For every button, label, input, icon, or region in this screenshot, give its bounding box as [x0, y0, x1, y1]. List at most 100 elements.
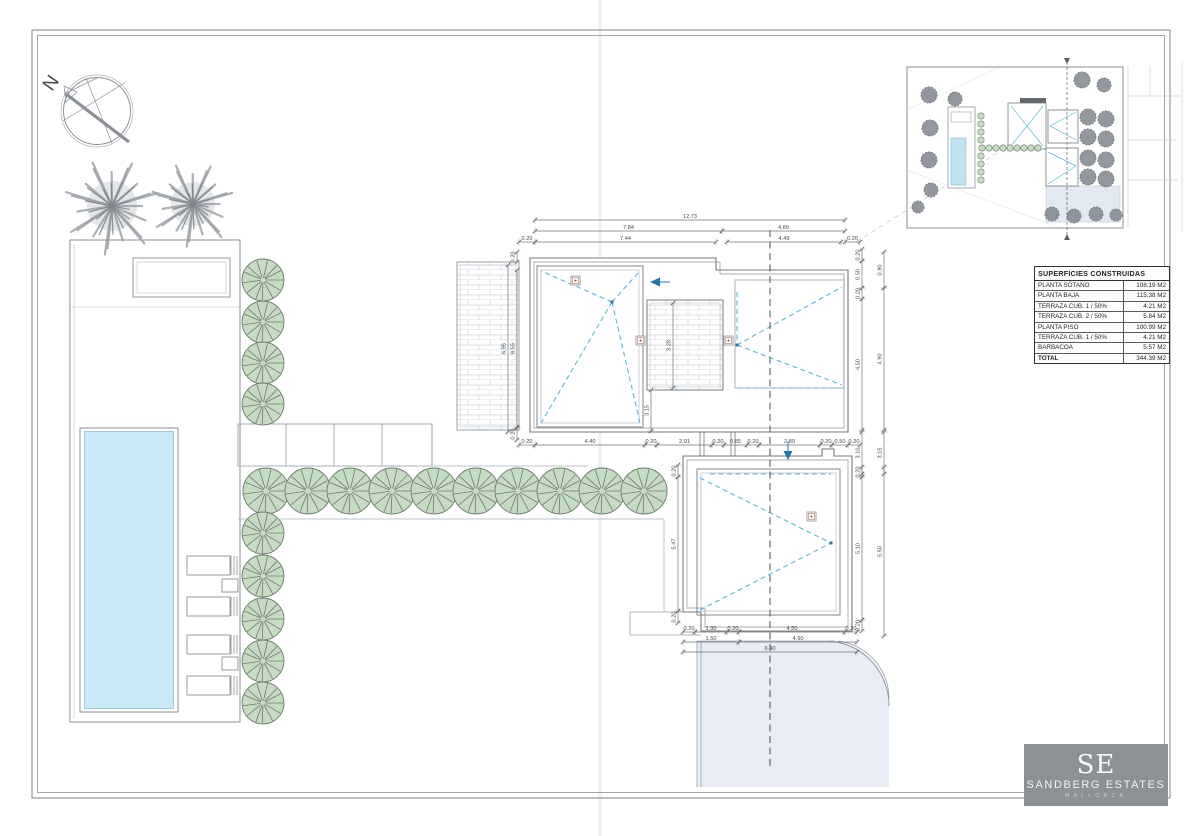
roof-marker [723, 335, 734, 346]
dimension: 6.55 [511, 267, 521, 430]
dimension: 6.40 [680, 646, 860, 656]
entry-arrows [650, 277, 793, 460]
table-row: BARBACOA 5.57 M2 [1035, 343, 1169, 354]
dimension: 0.20 [511, 425, 521, 443]
roof-markers [570, 275, 817, 522]
svg-text:0.20: 0.20 [728, 626, 739, 632]
dimension: 0.20 [842, 236, 863, 246]
svg-text:2.91: 2.91 [679, 439, 690, 445]
svg-text:12.73: 12.73 [683, 214, 697, 220]
arrow-left-icon [650, 277, 660, 287]
dimension: 5.50 [878, 464, 888, 639]
north-label: N [39, 72, 64, 95]
svg-text:0.20: 0.20 [522, 439, 533, 445]
svg-text:4.40: 4.40 [585, 439, 596, 445]
dimension: 4.50 [856, 296, 866, 433]
dimension: 0.50 [829, 439, 851, 449]
dimension: 0.20 [744, 439, 762, 449]
svg-text:3.15: 3.15 [878, 448, 884, 459]
border-frame [31, 29, 1171, 799]
dimension: 0.20 [672, 462, 682, 480]
dimension: 3.28 [667, 300, 677, 391]
svg-text:4.90: 4.90 [793, 636, 804, 642]
dimension: 7.84 [532, 225, 725, 235]
svg-text:4.49: 4.49 [779, 236, 790, 242]
inset-site-plan [906, 58, 1183, 240]
dimension: 3.15 [878, 429, 888, 477]
sun-lounger [186, 596, 238, 617]
pool-furniture [186, 555, 239, 696]
inset-green-trees [977, 112, 1042, 184]
round-tree [241, 554, 285, 598]
sun-lounger [186, 555, 238, 576]
svg-text:5.50: 5.50 [878, 546, 884, 557]
dimension: 0.20 [845, 439, 863, 449]
dimension: 4.40 [532, 439, 648, 449]
round-tree [452, 467, 500, 515]
svg-text:7.44: 7.44 [620, 236, 631, 242]
svg-text:3.15: 3.15 [645, 405, 651, 416]
garden-lines [69, 239, 665, 723]
svg-text:0.50: 0.50 [856, 269, 862, 280]
dimension: 7.44 [532, 236, 719, 246]
palm-tree [151, 164, 234, 248]
table-row: TERRAZA CUB. 2 / 50% 5.84 M2 [1035, 312, 1169, 323]
table-row: PLANTA PISO 100.99 M2 [1035, 322, 1169, 334]
roof-marker [570, 275, 581, 286]
svg-text:0.20: 0.20 [511, 429, 517, 440]
svg-text:5.10: 5.10 [856, 543, 862, 554]
dimension: 2.91 [654, 439, 715, 449]
svg-text:0.20: 0.20 [821, 439, 832, 445]
roof-marker [806, 511, 817, 522]
round-tree [241, 511, 285, 555]
pool [84, 431, 174, 709]
compass-needle [65, 92, 130, 144]
side-table [221, 656, 239, 671]
svg-text:0.20: 0.20 [849, 439, 860, 445]
palm-tree [64, 161, 158, 256]
round-tree [494, 467, 542, 515]
round-tree [242, 467, 290, 515]
inset-neighbour-parcels [1127, 62, 1183, 232]
roof-ridge-lines [540, 270, 843, 611]
left-terrace [69, 239, 241, 723]
dimension: 0.20 [672, 608, 682, 626]
svg-text:0.20: 0.20 [672, 612, 678, 623]
dimension: 0.20 [856, 617, 866, 634]
boundary-line [855, 149, 1003, 243]
palm-trees [64, 161, 234, 256]
dimension: 0.20 [709, 439, 727, 449]
svg-text:6.95: 6.95 [502, 343, 508, 354]
svg-text:0.20: 0.20 [684, 626, 695, 632]
svg-text:0.20: 0.20 [511, 252, 517, 263]
svg-text:3.28: 3.28 [667, 340, 673, 351]
svg-text:0.20: 0.20 [856, 250, 862, 261]
dimension: 4.90 [736, 636, 860, 646]
round-tree [620, 467, 668, 515]
side-table [221, 578, 239, 593]
round-tree [241, 681, 285, 725]
dimension: 0.20 [516, 236, 538, 246]
svg-text:0.20: 0.20 [748, 439, 759, 445]
svg-text:0.50: 0.50 [835, 439, 846, 445]
round-tree [241, 341, 285, 385]
lower-roof [696, 468, 841, 616]
dimension: 0.20 [856, 246, 866, 264]
dimension: 0.50 [856, 258, 866, 291]
pergola-roof [456, 261, 520, 431]
north-compass: N [39, 72, 134, 148]
svg-text:0.20: 0.20 [856, 620, 862, 631]
round-tree [326, 467, 374, 515]
dimension: 12.73 [532, 214, 848, 224]
svg-text:0.20: 0.20 [847, 236, 858, 242]
svg-text:0.85: 0.85 [730, 439, 741, 445]
svg-text:4.50: 4.50 [787, 626, 798, 632]
svg-text:4.89: 4.89 [778, 225, 789, 231]
svg-text:6.40: 6.40 [765, 646, 776, 652]
lower-terrace [696, 640, 890, 787]
svg-text:0.20: 0.20 [846, 626, 857, 632]
roof-marker [635, 335, 646, 346]
round-tree [284, 467, 332, 515]
